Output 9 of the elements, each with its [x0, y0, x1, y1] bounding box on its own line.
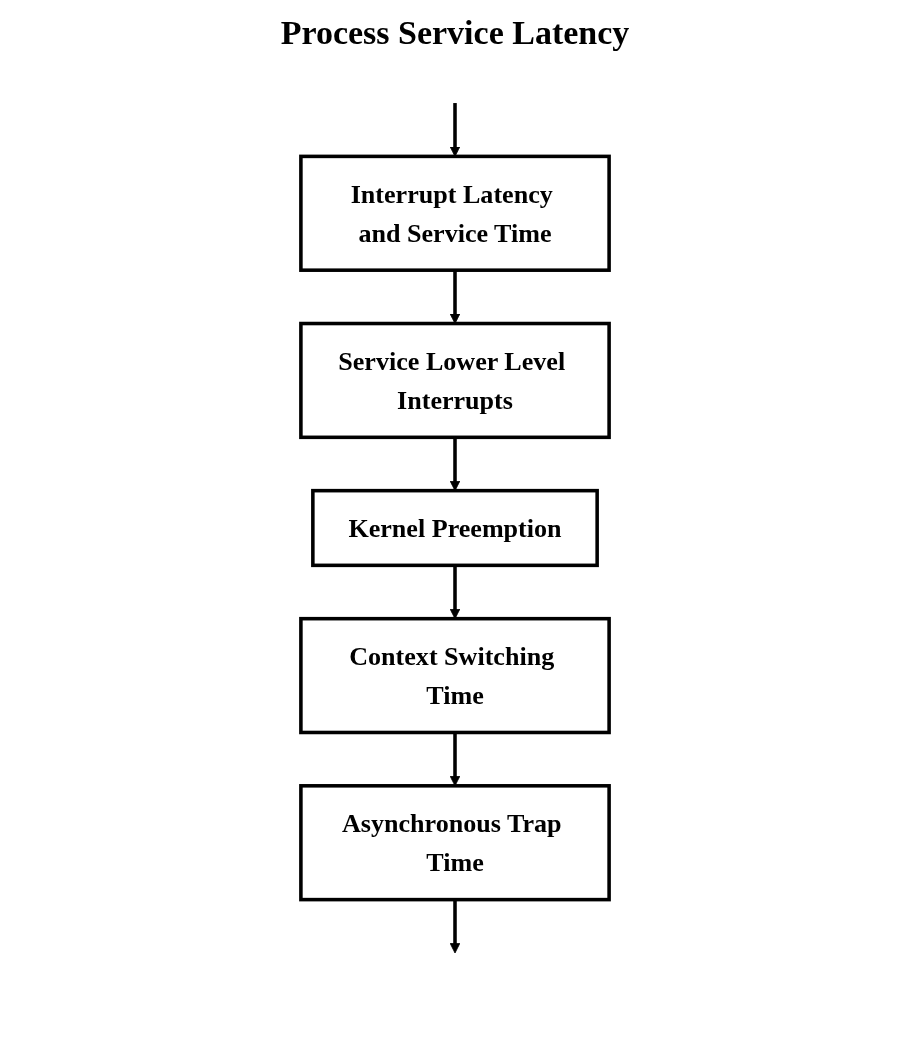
diagram-title: Process Service Latency: [279, 14, 631, 52]
node-box: Interrupt Latency and Service Time: [299, 154, 611, 272]
node-box: Asynchronous Trap Time: [299, 784, 611, 902]
arrow: [449, 270, 461, 324]
node-box: Service Lower Level Interrupts: [299, 321, 611, 440]
arrow: [449, 103, 461, 157]
arrow: [449, 899, 461, 954]
node-box: Kernel Preemption: [311, 488, 599, 568]
node-box: Context Switching Time: [299, 616, 611, 735]
